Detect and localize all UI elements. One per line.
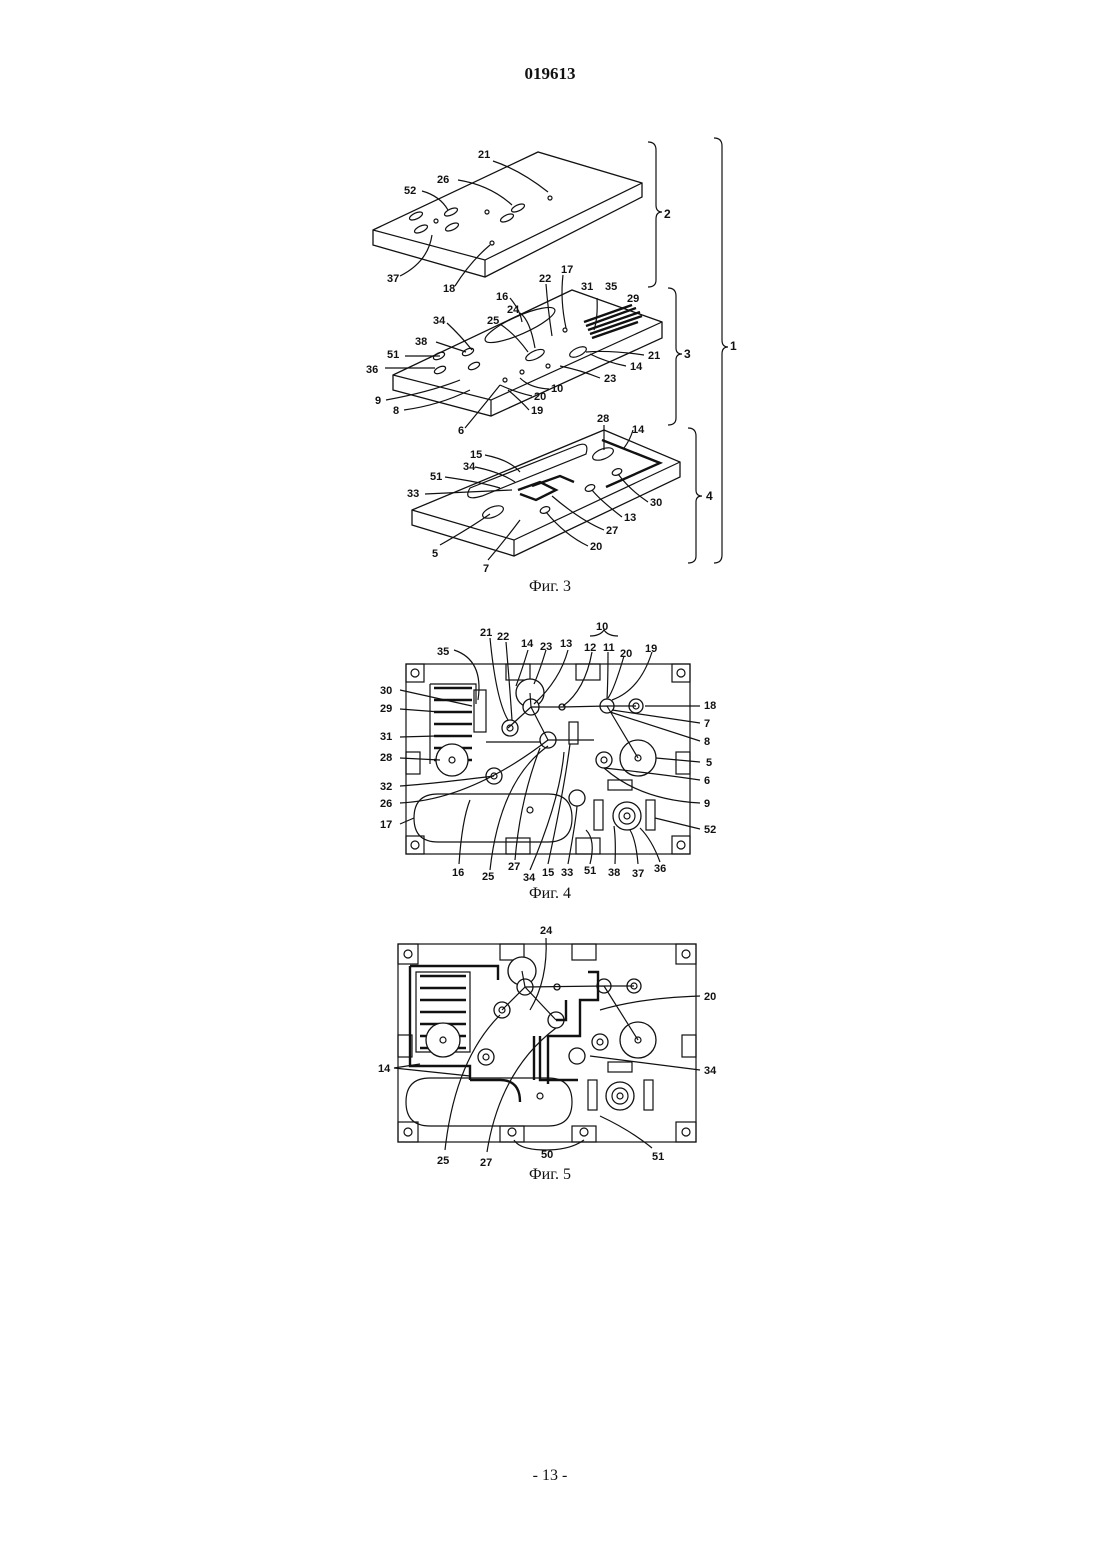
fig4-label: 37 [632,868,644,880]
fig5-label: 14 [378,1063,391,1075]
brace-2 [648,142,662,287]
fig4-label: 18 [704,700,716,712]
fig3-label: 6 [458,425,464,437]
fig3-label: 24 [507,304,520,316]
fig4-label: 27 [508,861,520,873]
fig4-label: 22 [497,631,509,643]
fig4-label: 21 [480,627,492,639]
fig3-label: 37 [387,273,399,285]
figure-5-caption: Фиг. 5 [0,1166,1100,1184]
plate-2 [373,152,642,277]
fig4-label: 51 [584,865,596,877]
fig3-label: 21 [648,350,660,362]
fig3-label: 1 [730,339,737,353]
fig5-label: 24 [540,925,553,937]
fig3-label: 3 [684,347,691,361]
fig3-label: 25 [487,315,499,327]
fig3-label: 4 [706,489,713,503]
fig3-label: 38 [415,336,427,348]
fig3-label: 35 [605,281,617,293]
fig3-label: 21 [478,149,490,161]
plate-3 [393,290,662,416]
fig4-label: 29 [380,703,392,715]
fig3-label: 20 [534,391,546,403]
fig3-label: 51 [387,349,399,361]
fig4-label: 35 [437,646,449,658]
fig4-label: 10 [596,621,608,633]
fig3-label: 16 [496,291,508,303]
figure-4-drawing: 10 21 22 14 23 13 12 11 20 19 35 30 18 2… [0,615,1100,890]
fig3-label: 14 [630,361,643,373]
fig4-label: 13 [560,638,572,650]
fig4-label: 9 [704,798,710,810]
figure-3-drawing: 21 26 52 37 18 2 17 22 16 31 35 29 24 25… [0,0,1100,600]
brace-4 [688,428,702,563]
fig3-label: 26 [437,174,449,186]
fig4-label: 15 [542,867,554,879]
fig4-label: 6 [704,775,710,787]
fig5-label: 50 [541,1149,553,1161]
fig4-label: 34 [523,872,536,884]
fig3-label: 14 [632,424,645,436]
fig3-label: 33 [407,488,419,500]
fig4-label: 23 [540,641,552,653]
fig4-label: 5 [706,757,712,769]
fig4-label: 38 [608,867,620,879]
fig3-label: 9 [375,395,381,407]
fig3-label: 34 [433,315,446,327]
fig4-label: 17 [380,819,392,831]
fig3-label: 17 [561,264,573,276]
fig3-label: 19 [531,405,543,417]
fig4-label: 8 [704,736,710,748]
fig5-label: 20 [704,991,716,1003]
fig3-label: 29 [627,293,639,305]
fig3-label: 36 [366,364,378,376]
fig3-label: 27 [606,525,618,537]
fig3-label: 18 [443,283,455,295]
fig4-label: 11 [603,642,615,654]
fig3-label: 7 [483,563,489,575]
figure-5-drawing: 24 20 14 34 25 27 50 51 [0,920,1100,1160]
fig3-label: 31 [581,281,593,293]
fig3-label: 22 [539,273,551,285]
fig4-label: 19 [645,643,657,655]
fig3-label: 8 [393,405,399,417]
fig4-label: 28 [380,752,392,764]
figure-4-caption: Фиг. 4 [0,885,1100,903]
fig3-label: 13 [624,512,636,524]
fig3-label: 52 [404,185,416,197]
fig3-label: 20 [590,541,602,553]
fig3-label: 2 [664,207,671,221]
fig4-label: 31 [380,731,392,743]
fig4-label: 52 [704,824,716,836]
fig4-label: 14 [521,638,534,650]
fig3-label: 28 [597,413,609,425]
fig3-label: 51 [430,471,442,483]
fig4-label: 26 [380,798,392,810]
brace-3 [668,288,682,425]
fig4-label: 36 [654,863,666,875]
figure-3-caption: Фиг. 3 [0,578,1100,596]
fig5-label: 51 [652,1151,664,1163]
fig3-label: 10 [551,383,563,395]
fig4-label: 20 [620,648,632,660]
fig3-label: 5 [432,548,438,560]
page-number: - 13 - [0,1467,1100,1485]
fig3-label: 23 [604,373,616,385]
fig5-label: 34 [704,1065,717,1077]
fig3-label: 15 [470,449,482,461]
fig3-label: 34 [463,461,476,473]
fig3-label: 30 [650,497,662,509]
fig4-label: 33 [561,867,573,879]
fig4-label: 30 [380,685,392,697]
fig4-label: 32 [380,781,392,793]
fig4-label: 12 [584,642,596,654]
fig4-label: 25 [482,871,494,883]
brace-1 [714,138,728,563]
fig4-label: 7 [704,718,710,730]
fig4-label: 16 [452,867,464,879]
